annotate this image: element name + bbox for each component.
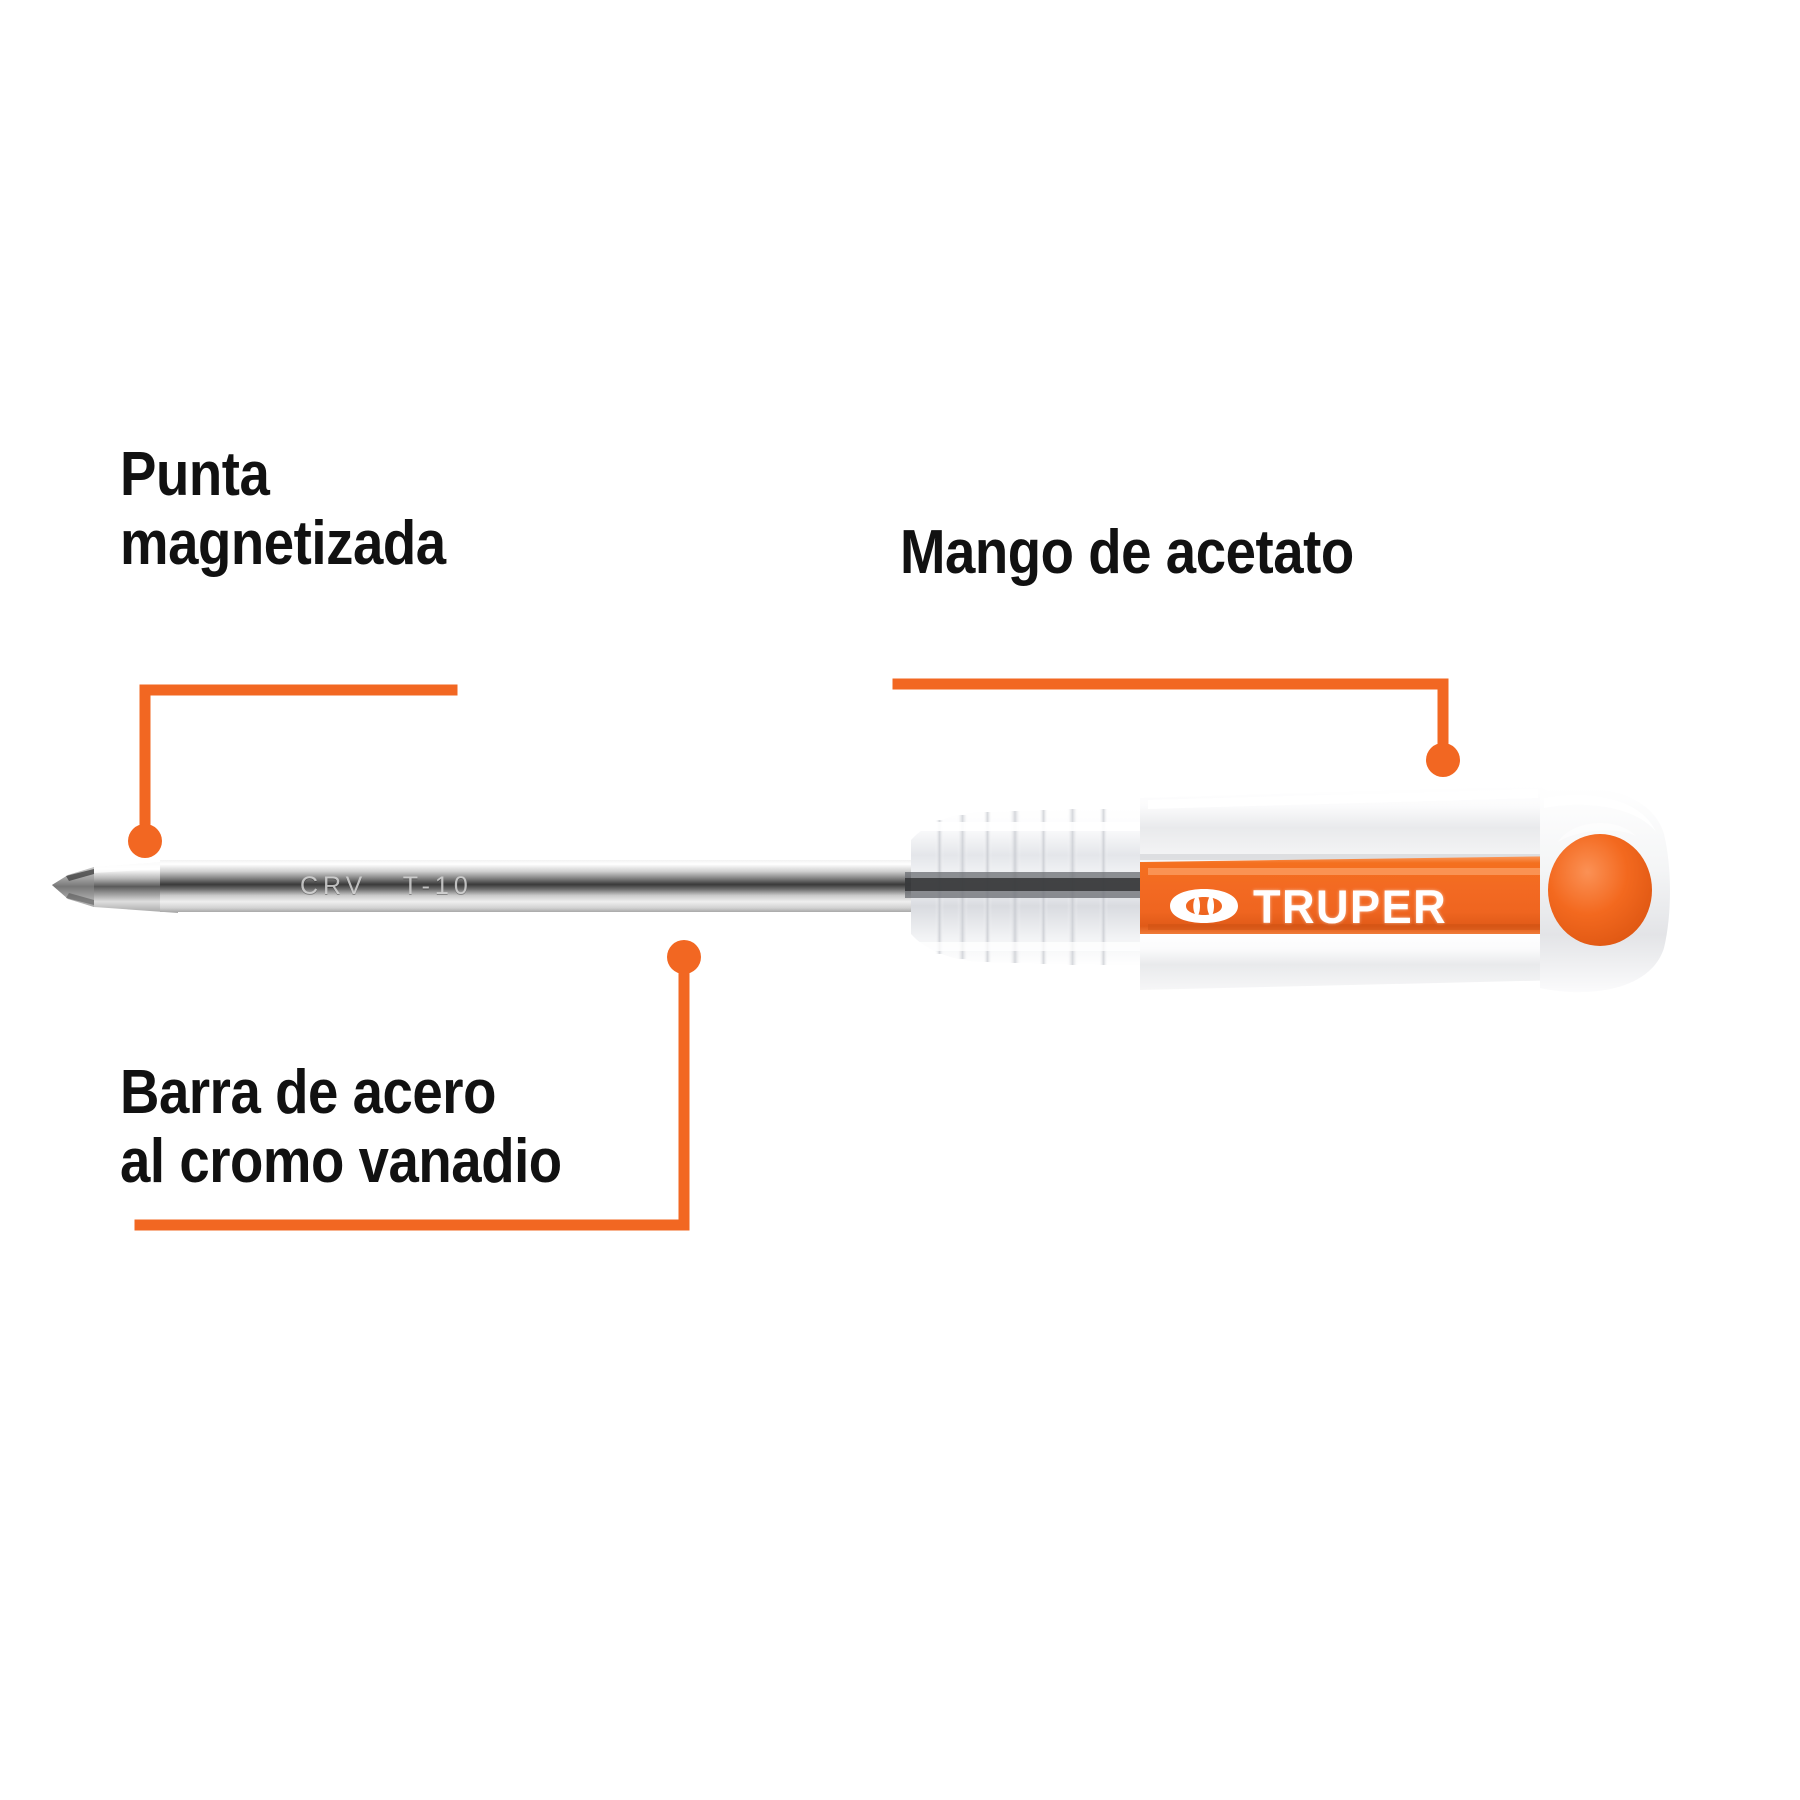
truper-brand-logo: TRUPER — [1168, 878, 1455, 934]
handle-end-cap — [1540, 787, 1670, 993]
torx-tip — [52, 861, 178, 913]
truper-wordmark: TRUPER — [1253, 879, 1448, 933]
truper-oval-emblem-icon — [1170, 889, 1238, 923]
acetate-collar — [905, 808, 1155, 966]
callout-label-barra-de-acero: Barra de acero al cromo vanadio — [120, 1058, 562, 1197]
shaft-marking: CRV T-10 — [300, 872, 473, 900]
steel-shaft — [160, 860, 940, 912]
callout-label-punta-magnetizada: Punta magnetizada — [120, 440, 446, 579]
acetate-handle — [1140, 786, 1570, 990]
callout-label-mango-de-acetato: Mango de acetato — [900, 518, 1354, 587]
